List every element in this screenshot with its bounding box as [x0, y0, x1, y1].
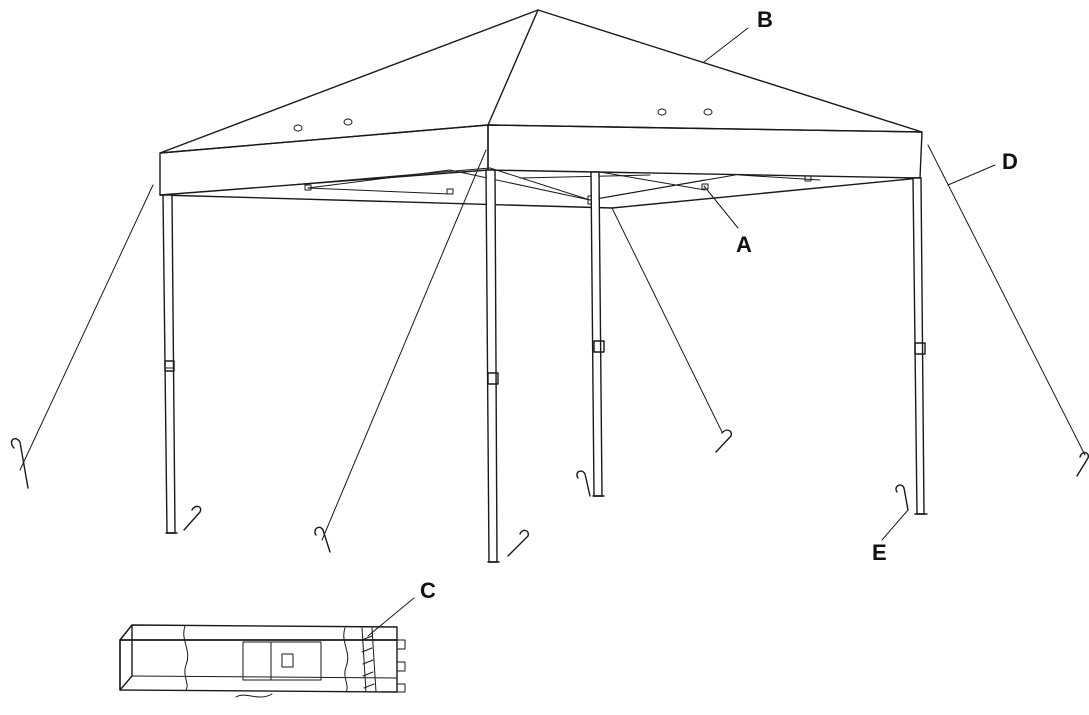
truss-frame	[159, 167, 921, 209]
label-a: A	[736, 232, 752, 257]
label-b: B	[757, 7, 773, 32]
leg-front-center	[485, 169, 500, 563]
callout-leaders	[367, 27, 996, 637]
leg-front-right	[912, 177, 928, 515]
label-c: C	[420, 578, 436, 603]
callout-labels: A B C D E	[420, 7, 1018, 603]
ground-stakes	[10, 429, 1089, 557]
leg-front-left	[162, 194, 178, 534]
guy-ropes	[19, 144, 1086, 541]
carry-bag	[119, 624, 406, 698]
canopy-roof	[159, 9, 923, 154]
leg-back-center	[590, 171, 605, 497]
frame-legs	[162, 169, 928, 563]
label-e: E	[872, 540, 887, 565]
label-d: D	[1002, 149, 1018, 174]
